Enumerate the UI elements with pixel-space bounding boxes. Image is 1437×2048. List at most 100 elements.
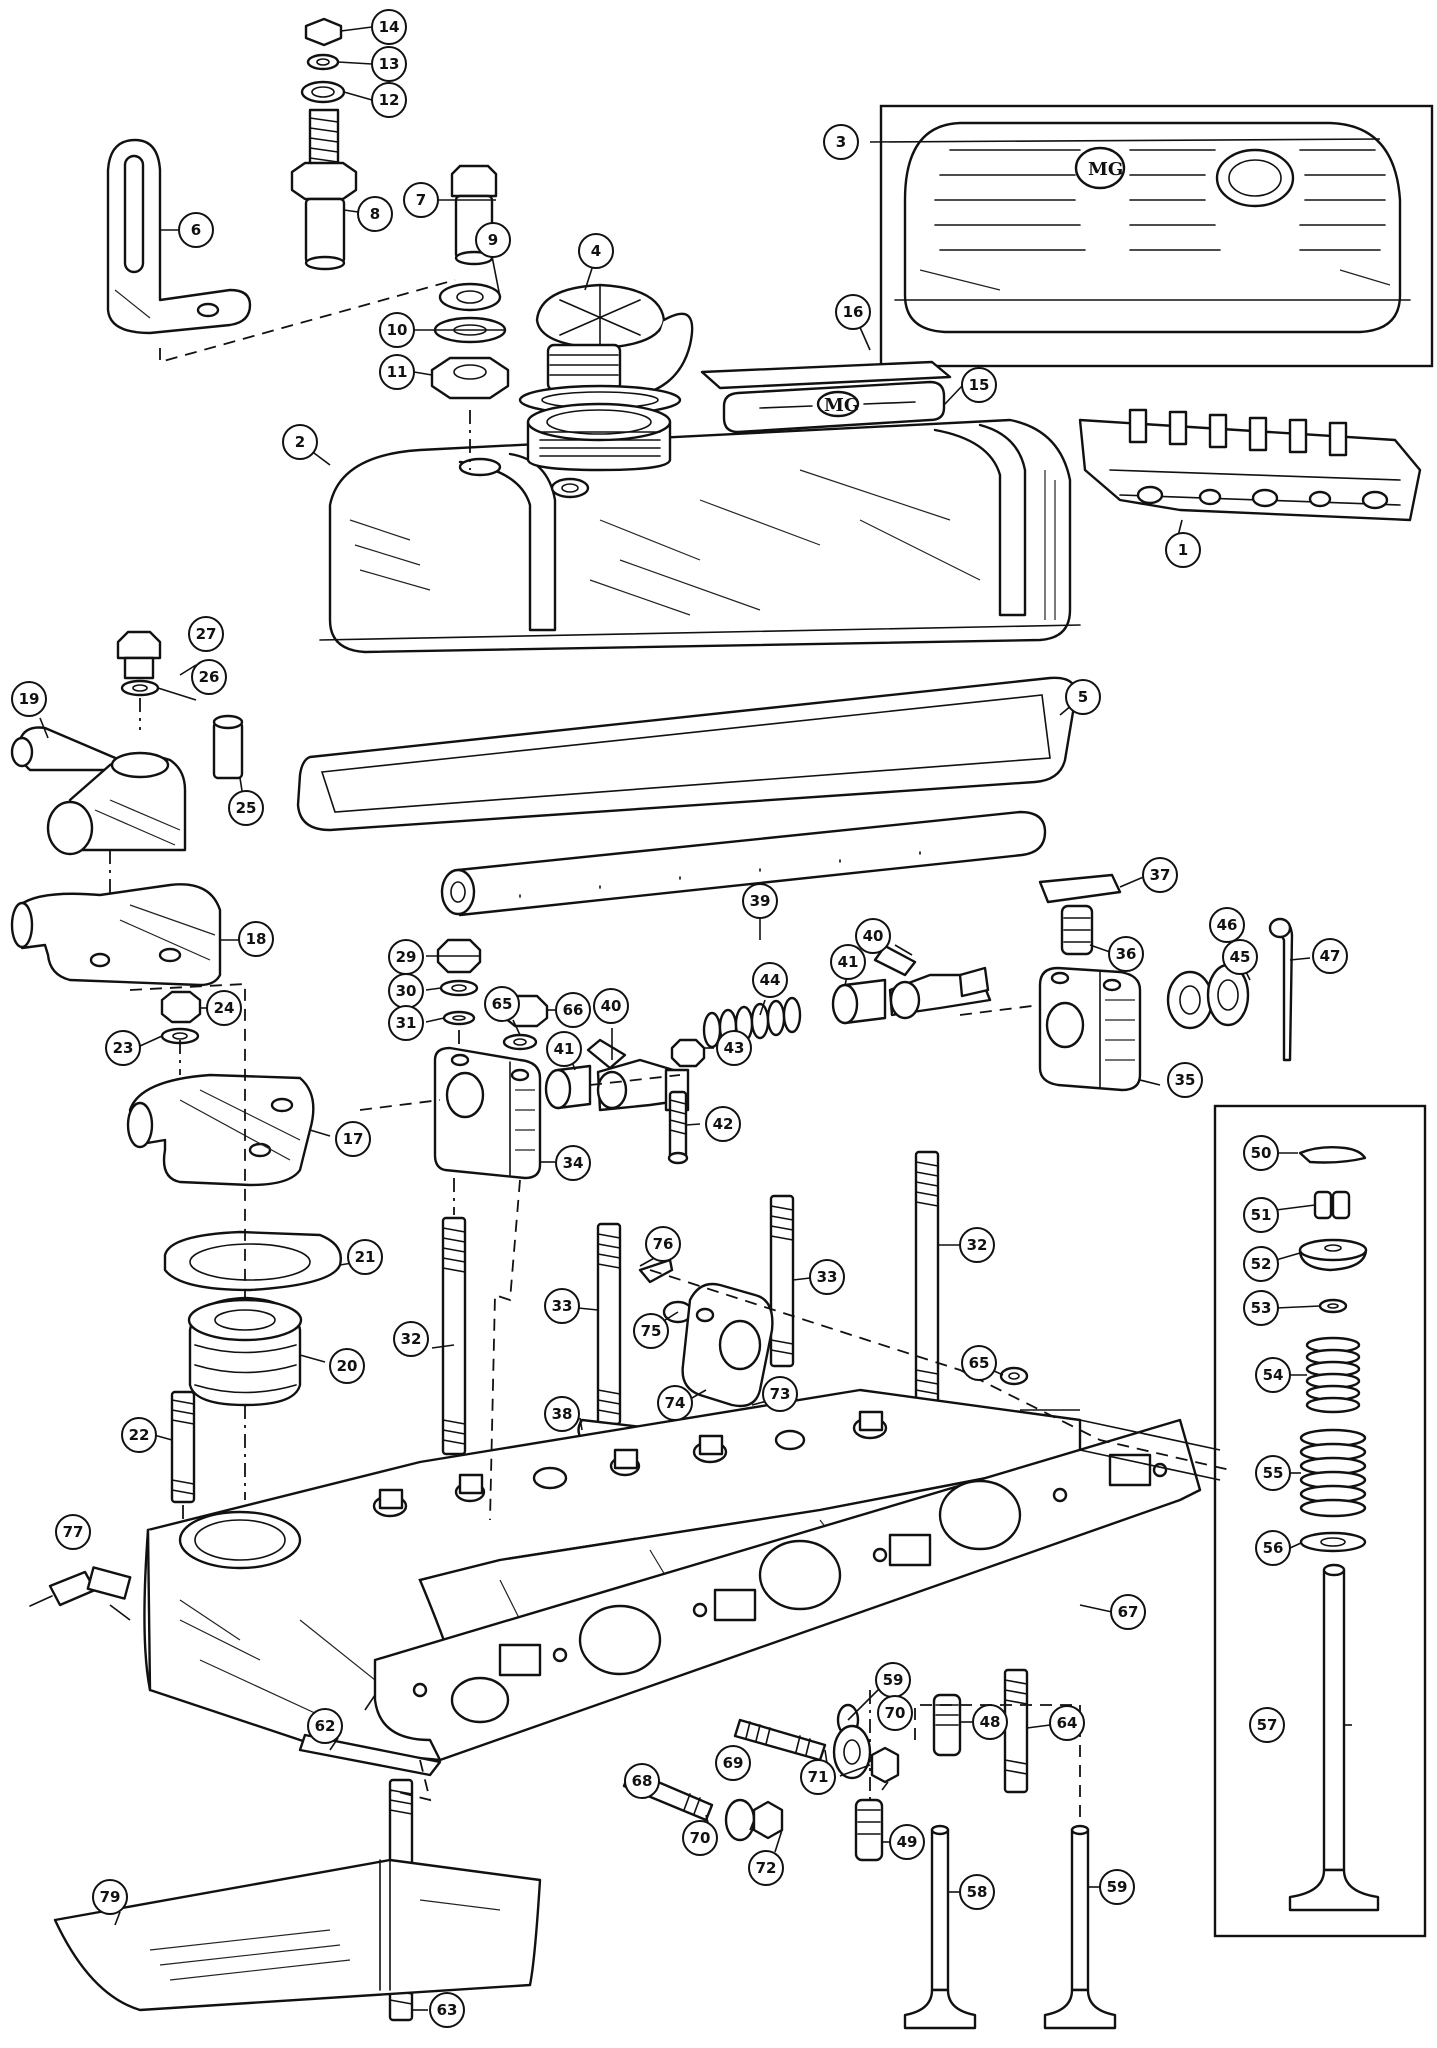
- callout-number: 11: [387, 363, 408, 381]
- callout-number: 66: [563, 1001, 584, 1019]
- callout-circle: [835, 294, 871, 330]
- valve-assembly-inset-frame: [1213, 1104, 1427, 1938]
- callout-31: 31: [388, 1005, 424, 1041]
- callout-20: 20: [329, 1348, 365, 1384]
- callout-circle: [1243, 1135, 1279, 1171]
- callout-circle: [546, 1031, 582, 1067]
- washer-30: [439, 979, 479, 997]
- callout-circle: [1243, 1197, 1279, 1233]
- callout-number: 53: [1251, 1299, 1272, 1317]
- callout-number: 16: [843, 303, 864, 321]
- callout-circle: [393, 1321, 429, 1357]
- callout-circle: [11, 681, 47, 717]
- outer-spring-55: [1299, 1428, 1367, 1518]
- callout-circle: [578, 233, 614, 269]
- callout-74: 74: [657, 1385, 693, 1421]
- callout-64: 64: [1049, 1705, 1085, 1741]
- callout-number: 39: [750, 892, 771, 910]
- callout-circle: [809, 1259, 845, 1295]
- banjo-bolt-27: [116, 630, 162, 680]
- callout-number: 70: [885, 1704, 906, 1722]
- callout-29: 29: [388, 939, 424, 975]
- callout-number: 13: [379, 55, 400, 73]
- callout-70b: 70: [682, 1820, 718, 1856]
- callout-47: 47: [1312, 938, 1348, 974]
- callout-39: 39: [742, 883, 778, 919]
- callout-circle: [178, 212, 214, 248]
- callout-number: 50: [1251, 1144, 1272, 1162]
- callout-circle: [877, 1695, 913, 1731]
- callout-59a: 59: [875, 1662, 911, 1698]
- callout-33a: 33: [544, 1288, 580, 1324]
- callout-35: 35: [1167, 1062, 1203, 1098]
- callout-circle: [1255, 1530, 1291, 1566]
- cylinder-head-1: [1078, 408, 1422, 522]
- callout-55: 55: [1255, 1455, 1291, 1491]
- callout-number: 41: [554, 1040, 575, 1058]
- badge-logo: MG: [824, 395, 859, 416]
- washer-13: [306, 53, 340, 71]
- callout-70a: 70: [877, 1695, 913, 1731]
- temperature-sender-77: [29, 1566, 132, 1607]
- washer-71: [832, 1724, 872, 1780]
- callout-number: 75: [641, 1322, 662, 1340]
- callout-12: 12: [371, 82, 407, 118]
- oil-seal-53: [1318, 1298, 1348, 1314]
- callout-number: 37: [1150, 866, 1171, 884]
- callout-circle: [371, 9, 407, 45]
- callout-circle: [800, 1759, 836, 1795]
- callout-number: 25: [236, 799, 257, 817]
- callout-number: 20: [337, 1357, 358, 1375]
- callout-number: 40: [863, 927, 884, 945]
- washer-31: [442, 1010, 476, 1026]
- cover-logo: MG: [1088, 159, 1123, 180]
- callout-number: 12: [379, 91, 400, 109]
- callout-circle: [357, 196, 393, 232]
- callout-circle: [657, 1385, 693, 1421]
- rocker-spring-44: [702, 996, 802, 1049]
- callout-79: 79: [92, 1879, 128, 1915]
- callout-number: 52: [1251, 1255, 1272, 1273]
- callout-38: 38: [544, 1396, 580, 1432]
- callout-circle: [1110, 1594, 1146, 1630]
- callout-number: 27: [196, 625, 217, 643]
- callout-number: 45: [1230, 948, 1251, 966]
- callout-63: 63: [429, 1992, 465, 2028]
- callout-circle: [335, 1121, 371, 1157]
- callout-23: 23: [105, 1030, 141, 1066]
- callout-number: 71: [808, 1768, 829, 1786]
- callout-circle: [121, 1417, 157, 1453]
- callout-62: 62: [307, 1708, 343, 1744]
- stud-32-left: [441, 1216, 467, 1456]
- callout-number: 38: [552, 1405, 573, 1423]
- callout-number: 32: [967, 1236, 988, 1254]
- callout-number: 21: [355, 1248, 376, 1266]
- callout-14: 14: [371, 9, 407, 45]
- nut-43: [670, 1038, 706, 1068]
- callout-circle: [429, 1992, 465, 2028]
- callout-41b: 41: [830, 944, 866, 980]
- callout-number: 24: [214, 999, 235, 1017]
- callout-circle: [388, 1005, 424, 1041]
- callout-number: 55: [1263, 1464, 1284, 1482]
- callout-number: 49: [897, 1833, 918, 1851]
- nut-72: [752, 1800, 784, 1840]
- callout-11: 11: [379, 354, 415, 390]
- callout-27: 27: [188, 616, 224, 652]
- spring-seat-56: [1299, 1531, 1367, 1553]
- callout-number: 67: [1118, 1603, 1139, 1621]
- callout-circle: [889, 1824, 925, 1860]
- callout-3: 3: [823, 124, 859, 160]
- cotters-51: [1313, 1190, 1351, 1220]
- valve-guide-49: [854, 1798, 884, 1862]
- stud-64: [1003, 1668, 1029, 1794]
- callout-circle: [716, 1030, 752, 1066]
- callout-circle: [1142, 857, 1178, 893]
- callout-72: 72: [748, 1850, 784, 1886]
- callout-26: 26: [191, 659, 227, 695]
- callout-circle: [1243, 1246, 1279, 1282]
- valve-59: [1043, 1824, 1117, 2030]
- stud-33-right: [769, 1194, 795, 1368]
- callout-4: 4: [578, 233, 614, 269]
